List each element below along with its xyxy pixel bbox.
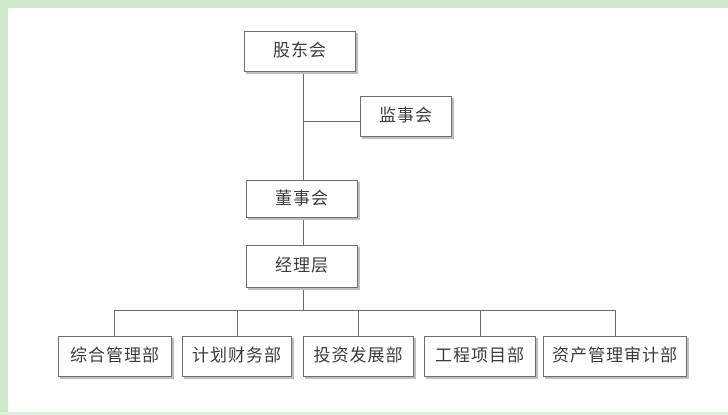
- decorative-frame-bottom: [0, 412, 728, 415]
- decorative-frame-top: [0, 0, 728, 8]
- node-dept5-label: 资产管理审计部: [552, 346, 678, 366]
- node-dept-engineering-project[interactable]: 工程项目部: [424, 336, 536, 377]
- connector-drop-dept4: [480, 310, 481, 336]
- connector-shareholders-to-supervisors: [303, 121, 361, 122]
- connector-drop-dept1: [114, 310, 115, 336]
- node-shareholders-label: 股东会: [273, 41, 327, 61]
- connector-management-stem: [303, 288, 304, 310]
- connector-shareholders-trunk: [303, 72, 304, 180]
- node-supervisors[interactable]: 监事会: [360, 96, 452, 137]
- node-management-label: 经理层: [275, 256, 329, 276]
- node-dept2-label: 计划财务部: [192, 346, 282, 366]
- connector-directors-to-management: [303, 218, 304, 245]
- node-dept-asset-management-audit[interactable]: 资产管理审计部: [543, 336, 687, 377]
- node-management[interactable]: 经理层: [246, 245, 358, 288]
- node-dept4-label: 工程项目部: [435, 346, 525, 366]
- node-dept-investment-development[interactable]: 投资发展部: [303, 336, 414, 377]
- node-directors[interactable]: 董事会: [246, 180, 358, 218]
- decorative-frame-left: [0, 0, 8, 415]
- node-dept-planning-finance[interactable]: 计划财务部: [182, 336, 292, 377]
- node-supervisors-label: 监事会: [379, 106, 433, 126]
- connector-drop-dept3: [358, 310, 359, 336]
- node-dept1-label: 综合管理部: [70, 346, 160, 366]
- node-dept3-label: 投资发展部: [313, 346, 404, 366]
- connector-drop-dept2: [237, 310, 238, 336]
- connector-drop-dept5: [615, 310, 616, 336]
- node-directors-label: 董事会: [275, 188, 329, 209]
- node-shareholders[interactable]: 股东会: [244, 31, 356, 72]
- node-dept-general-management[interactable]: 综合管理部: [58, 336, 172, 377]
- connector-department-bus: [114, 310, 616, 311]
